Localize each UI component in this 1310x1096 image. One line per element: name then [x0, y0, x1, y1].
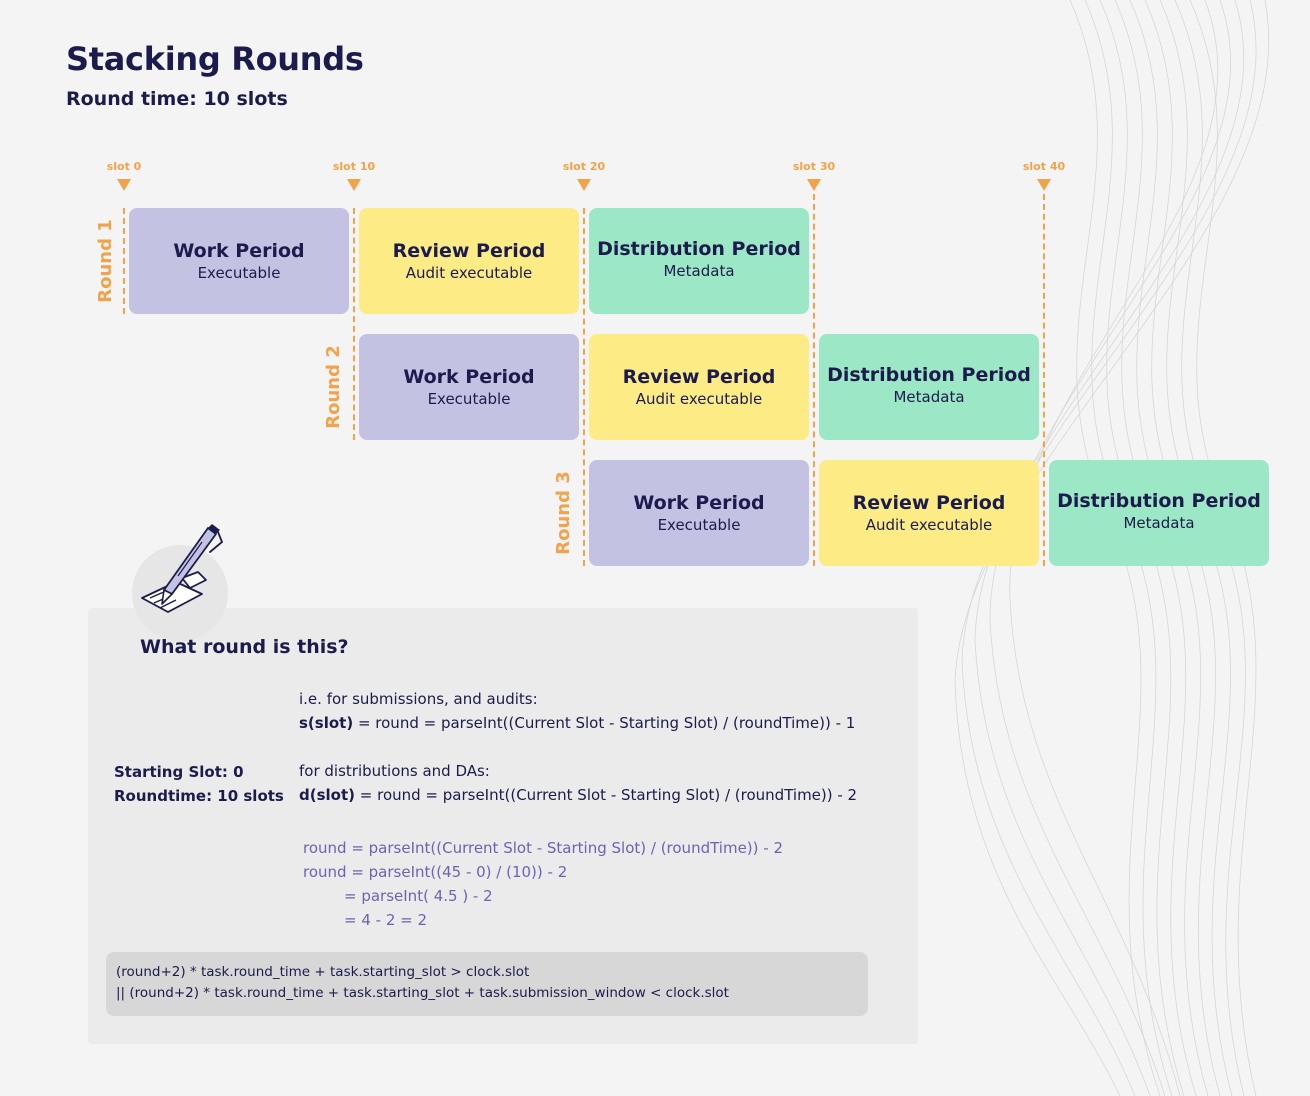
slot-10-dashed-line: [353, 208, 355, 440]
period-sub: Audit executable: [405, 264, 533, 282]
period-sub: Metadata: [663, 262, 735, 280]
slot-20-dashed-line: [583, 208, 585, 566]
calc-line-3: = parseInt( 4.5 ) - 2: [344, 887, 493, 905]
starting-slot-label: Starting Slot: 0: [114, 763, 244, 781]
s-formula-name: s(slot): [299, 714, 354, 732]
code-condition-box: [106, 952, 868, 1016]
distributions-intro: for distributions and DAs:: [299, 762, 490, 780]
round-3-review-period: Review Period Audit executable: [819, 460, 1039, 566]
period-sub: Audit executable: [865, 516, 993, 534]
calc-line-1: round = parseInt((Current Slot - Startin…: [303, 839, 783, 857]
round-2-work-period: Work Period Executable: [359, 334, 579, 440]
period-sub: Executable: [197, 264, 281, 282]
slot-40-dashed-line: [1043, 194, 1045, 566]
period-name: Review Period: [392, 240, 546, 262]
period-name: Distribution Period: [1057, 490, 1261, 512]
period-name: Review Period: [622, 366, 776, 388]
slot-label: slot 30: [792, 160, 836, 173]
slot-marker-10: slot 10: [324, 160, 384, 191]
round-1-review-period: Review Period Audit executable: [359, 208, 579, 314]
page-title: Stacking Rounds: [66, 40, 364, 78]
round-3-label: Round 3: [553, 471, 574, 555]
parameters-block: Starting Slot: 0 Roundtime: 10 slots: [114, 760, 284, 808]
period-sub: Metadata: [893, 388, 965, 406]
slot-arrow-icon: [117, 179, 131, 191]
slot-label: slot 0: [106, 160, 142, 173]
slot-label: slot 40: [1022, 160, 1066, 173]
round-2-review-period: Review Period Audit executable: [589, 334, 809, 440]
page-subtitle: Round time: 10 slots: [66, 88, 288, 110]
s-formula-expression: = round = parseInt((Current Slot - Start…: [353, 714, 856, 732]
slot-arrow-icon: [807, 179, 821, 191]
slot-marker-20: slot 20: [554, 160, 614, 191]
round-2-label: Round 2: [323, 345, 344, 429]
round-1-work-period: Work Period Executable: [129, 208, 349, 314]
period-sub: Metadata: [1123, 514, 1195, 532]
s-formula: s(slot) = round = parseInt((Current Slot…: [299, 714, 855, 732]
pen-signing-icon: [141, 524, 224, 613]
question-title: What round is this?: [140, 636, 349, 658]
calc-line-2: round = parseInt((45 - 0) / (10)) - 2: [303, 863, 568, 881]
roundtime-label: Roundtime: 10 slots: [114, 787, 284, 805]
period-sub: Audit executable: [635, 390, 763, 408]
code-line-2: || (round+2) * task.round_time + task.st…: [116, 985, 729, 1001]
period-name: Distribution Period: [827, 364, 1031, 386]
slot-label: slot 20: [562, 160, 606, 173]
round-1-label: Round 1: [95, 219, 116, 303]
round-3-distribution-period: Distribution Period Metadata: [1049, 460, 1269, 566]
period-sub: Executable: [427, 390, 511, 408]
period-name: Review Period: [852, 492, 1006, 514]
slot-0-dashed-line: [123, 208, 125, 314]
slot-arrow-icon: [347, 179, 361, 191]
slot-marker-30: slot 30: [784, 160, 844, 191]
round-1-distribution-period: Distribution Period Metadata: [589, 208, 809, 314]
d-formula-expression: = round = parseInt((Current Slot - Start…: [355, 786, 858, 804]
slot-marker-0: slot 0: [94, 160, 154, 191]
slot-30-dashed-line: [813, 194, 815, 566]
code-line-1: (round+2) * task.round_time + task.start…: [116, 964, 530, 980]
round-3-work-period: Work Period Executable: [589, 460, 809, 566]
period-sub: Executable: [657, 516, 741, 534]
slot-arrow-icon: [577, 179, 591, 191]
period-name: Work Period: [173, 240, 305, 262]
d-formula-name: d(slot): [299, 786, 355, 804]
round-2-distribution-period: Distribution Period Metadata: [819, 334, 1039, 440]
slot-label: slot 10: [332, 160, 376, 173]
d-formula: d(slot) = round = parseInt((Current Slot…: [299, 786, 857, 804]
period-name: Distribution Period: [597, 238, 801, 260]
slot-arrow-icon: [1037, 179, 1051, 191]
period-name: Work Period: [633, 492, 765, 514]
submissions-intro: i.e. for submissions, and audits:: [299, 690, 538, 708]
period-name: Work Period: [403, 366, 535, 388]
slot-marker-40: slot 40: [1014, 160, 1074, 191]
calc-line-4: = 4 - 2 = 2: [344, 911, 428, 929]
